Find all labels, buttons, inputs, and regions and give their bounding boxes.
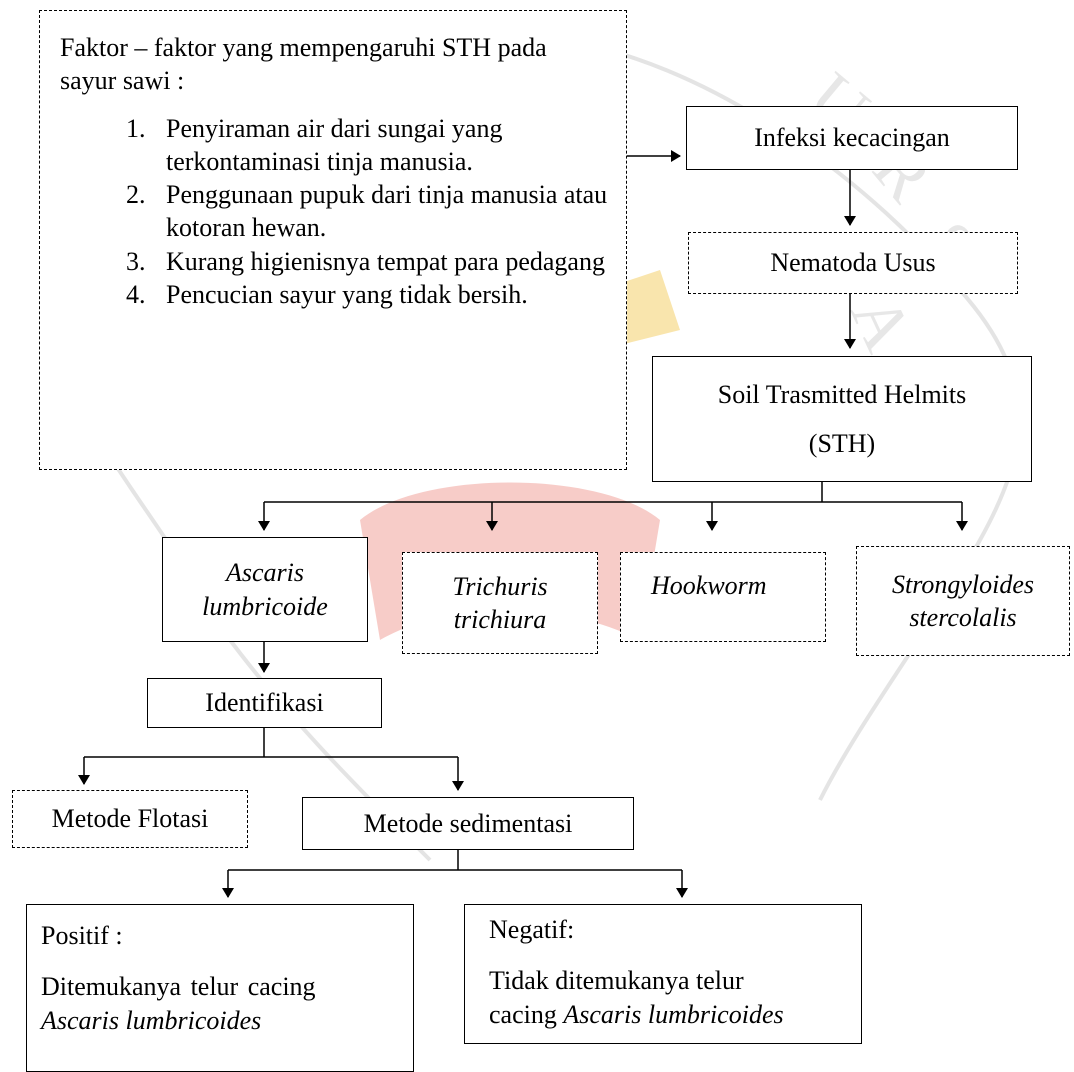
identifikasi-box: Identifikasi	[147, 678, 382, 728]
ascaris-box: Ascaris lumbricoide	[162, 537, 368, 642]
factor-item: Penyiraman air dari sungai yang terkonta…	[152, 112, 612, 179]
ascaris-line1: Ascaris	[226, 558, 304, 588]
flotasi-box: Metode Flotasi	[12, 790, 248, 848]
hookworm-box: Hookworm	[620, 552, 826, 642]
flotasi-label: Metode Flotasi	[51, 804, 209, 834]
factors-title: Faktor – faktor yang mempengaruhi STH pa…	[60, 33, 547, 96]
negatif-box: Negatif: Tidak ditemukanya telur cacing …	[464, 904, 862, 1044]
hookworm-label: Hookworm	[651, 571, 767, 600]
sedimentasi-box: Metode sedimentasi	[302, 797, 634, 850]
negatif-text-cacing: cacing	[489, 999, 557, 1029]
strongyloides-box: Strongyloides stercolalis	[856, 546, 1070, 656]
strongyloides-line1: Strongyloides	[891, 569, 1035, 599]
positif-species: Ascaris lumbricoides	[41, 1005, 262, 1035]
positif-text: Ditemukanya telur cacing	[41, 972, 316, 1002]
positif-box: Positif : Ditemukanya telur cacing Ascar…	[26, 904, 414, 1072]
trichuris-line1: Trichuris	[452, 571, 548, 601]
negatif-text-line1: Tidak ditemukanya telur	[489, 966, 744, 996]
positif-heading: Positif :	[41, 921, 123, 950]
sth-label-line2: (STH)	[808, 429, 876, 458]
factors-list: Penyiraman air dari sungai yang terkonta…	[60, 112, 612, 312]
infeksi-label: Infeksi kecacingan	[754, 123, 950, 153]
strongyloides-line2: stercolalis	[909, 603, 1017, 632]
infeksi-box: Infeksi kecacingan	[686, 106, 1018, 170]
negatif-text-line2: cacing Ascaris lumbricoides	[489, 998, 851, 1031]
negatif-heading: Negatif:	[489, 915, 575, 944]
sth-box: Soil Trasmitted Helmits (STH)	[652, 356, 1032, 482]
ascaris-line2: lumbricoide	[202, 591, 328, 621]
factor-item: Penggunaan pupuk dari tinja manusia atau…	[152, 178, 612, 245]
nematoda-label: Nematoda Usus	[770, 248, 936, 278]
negatif-species: Ascaris lumbricoides	[563, 999, 784, 1029]
nematoda-box: Nematoda Usus	[688, 232, 1018, 294]
sedimentasi-label: Metode sedimentasi	[363, 808, 573, 838]
trichuris-line2: trichiura	[453, 605, 547, 634]
factor-item: Kurang higienisnya tempat para pedagang	[152, 245, 612, 278]
sth-label-line1: Soil Trasmitted Helmits	[717, 379, 967, 409]
trichuris-box: Trichuris trichiura	[402, 552, 598, 654]
factors-box: Faktor – faktor yang mempengaruhi STH pa…	[39, 10, 627, 470]
factor-item: Pencucian sayur yang tidak bersih.	[152, 278, 612, 311]
identifikasi-label: Identifikasi	[205, 688, 324, 718]
